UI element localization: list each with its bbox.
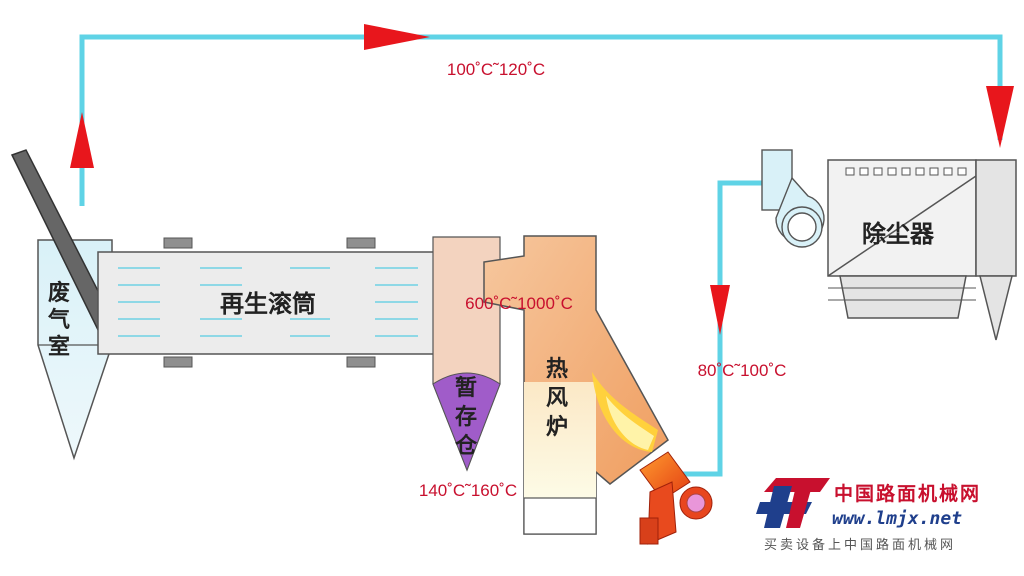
arrow-right-icon [364,24,430,50]
draft-fan [761,149,825,248]
arrow-down-small-icon [710,285,730,335]
watermark-footer: 买卖设备上中国路面机械网 [764,537,956,553]
fan-to-furnace-duct [666,180,762,477]
dust-collector-label: 除尘器 [862,220,935,248]
storage-label-2: 存 [455,404,477,430]
waste-gas-chamber-label-3: 室 [48,334,70,360]
hot-air-furnace: 热 风 炉 [483,235,713,545]
temp-storage-out: 140˚C˜160˚C [419,481,517,500]
waste-gas-chamber: 废 气 室 [10,149,120,461]
dust-collector: 除尘器 [827,159,1017,341]
waste-gas-chamber-label-2: 气 [47,307,70,333]
temp-furnace: 600˚C˜1000˚C [465,294,573,313]
waste-gas-chamber-label-1: 废 [48,280,70,306]
arrow-up-icon [70,112,94,168]
watermark: 中国路面机械网 www.lmjx.net 买卖设备上中国路面机械网 [756,478,981,553]
arrow-down-icon [986,86,1014,148]
watermark-name: 中国路面机械网 [834,482,981,505]
furnace-label-1: 热 [546,356,568,382]
temp-to-fan: 80˚C˜100˚C [698,361,787,380]
furnace-label-2: 风 [546,386,568,411]
temp-top-duct: 100˚C˜120˚C [447,60,545,79]
lmjx-logo-icon [756,478,830,528]
storage-label-1: 暂 [455,375,477,401]
flow-arrows [70,24,1014,335]
drum-label: 再生滚筒 [220,290,316,318]
furnace-label-3: 炉 [546,415,568,440]
storage-label-3: 仓 [454,433,478,459]
watermark-url: www.lmjx.net [832,508,962,529]
regeneration-drum: 再生滚筒 [97,237,457,368]
